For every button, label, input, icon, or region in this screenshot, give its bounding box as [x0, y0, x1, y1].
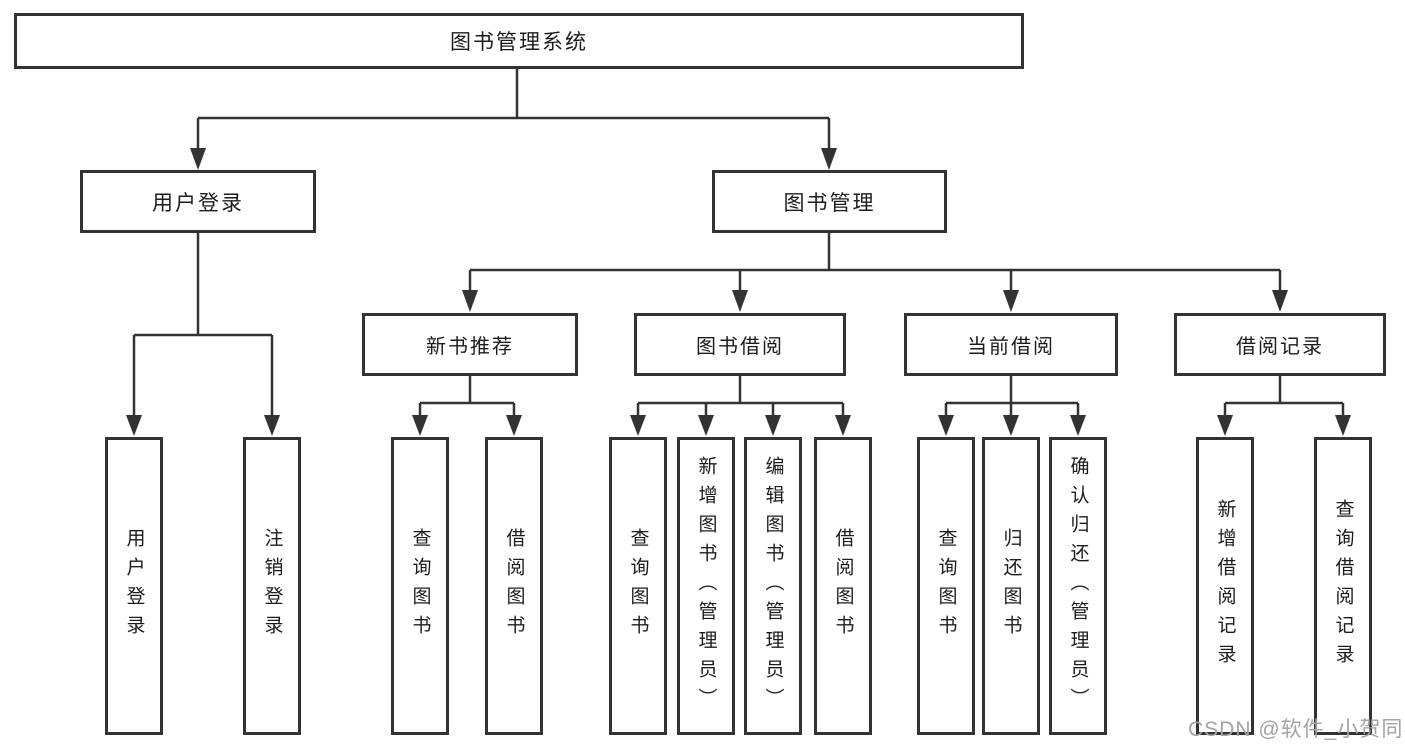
- connector-records-to-leaves: [1217, 376, 1351, 436]
- leaf-borrow-query-books: 查询图书: [609, 437, 667, 735]
- leaf-current-query-books: 查询图书: [917, 437, 975, 735]
- arrowhead: [1272, 290, 1288, 312]
- arrowhead: [938, 415, 954, 436]
- arrowhead: [630, 415, 646, 436]
- arrowhead: [462, 290, 478, 312]
- leaf-recommend-query-books: 查询图书: [391, 437, 449, 735]
- node-user-login: 用户登录: [80, 170, 316, 233]
- leaf-user-login: 用户登录: [105, 437, 163, 735]
- arrowhead: [264, 415, 280, 436]
- arrowhead: [506, 415, 522, 436]
- arrowhead: [835, 415, 851, 436]
- leaf-edit-books-admin: 编辑图书（管理员）: [744, 437, 802, 735]
- connector-borrow-to-leaves: [630, 376, 851, 436]
- leaf-add-books-admin: 新增图书（管理员）: [677, 437, 735, 735]
- arrowhead: [765, 415, 781, 436]
- leaf-confirm-return-admin: 确认归还（管理员）: [1049, 437, 1107, 735]
- leaf-logout: 注销登录: [243, 437, 301, 735]
- arrowhead: [126, 415, 142, 436]
- leaf-query-borrow-record: 查询借阅记录: [1314, 437, 1372, 735]
- arrowhead: [732, 290, 748, 312]
- arrowhead: [190, 148, 206, 170]
- connector-root-to-level2: [190, 69, 837, 170]
- leaf-return-books: 归还图书: [982, 437, 1040, 735]
- arrowhead: [1335, 415, 1351, 436]
- arrowhead: [821, 148, 837, 170]
- leaf-add-borrow-record: 新增借阅记录: [1196, 437, 1254, 735]
- leaf-recommend-borrow-books: 借阅图书: [485, 437, 543, 735]
- csdn-watermark: CSDN @软件_小贺同学: [1188, 718, 1405, 741]
- node-root-system: 图书管理系统: [14, 13, 1024, 69]
- connector-current-to-leaves: [938, 376, 1086, 436]
- node-book-management: 图书管理: [712, 170, 947, 233]
- arrowhead: [698, 415, 714, 436]
- arrowhead: [1003, 290, 1019, 312]
- arrowhead: [1070, 415, 1086, 436]
- node-current-borrow: 当前借阅: [904, 313, 1118, 376]
- connector-user-login-to-leaves: [126, 233, 280, 436]
- leaf-borrow-books: 借阅图书: [814, 437, 872, 735]
- node-borrow-records: 借阅记录: [1174, 313, 1386, 376]
- connector-recommend-to-leaves: [412, 376, 522, 436]
- node-book-borrow: 图书借阅: [634, 313, 846, 376]
- arrowhead: [1003, 415, 1019, 436]
- connector-book-management-to-level3: [462, 233, 1288, 312]
- arrowhead: [1217, 415, 1233, 436]
- arrowhead: [412, 415, 428, 436]
- node-new-book-recommend: 新书推荐: [362, 313, 578, 376]
